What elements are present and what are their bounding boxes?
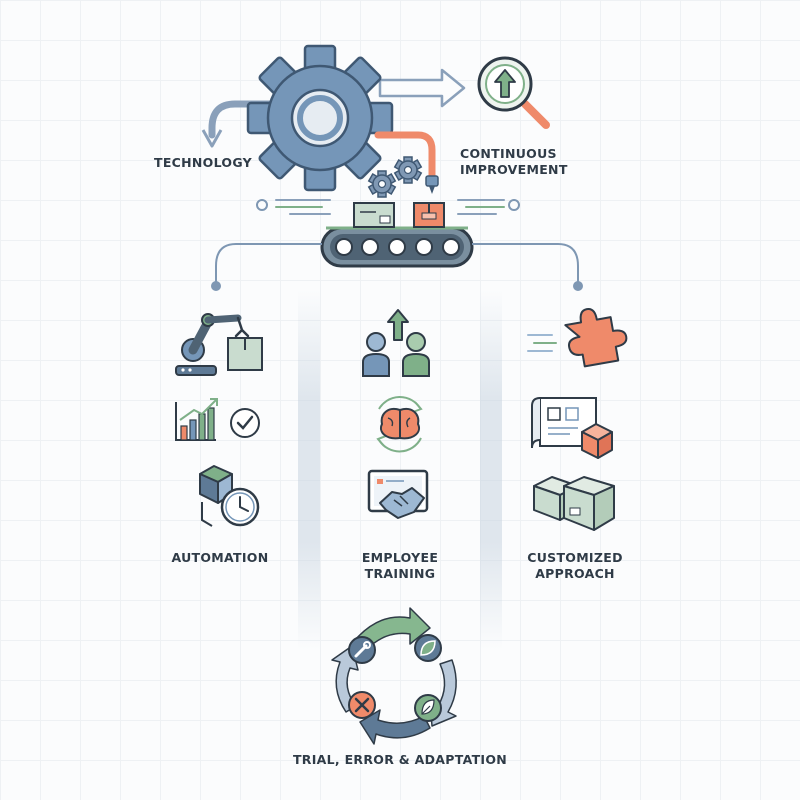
orange-pipe-icon — [374, 131, 439, 194]
puzzle-piece-icon — [527, 308, 628, 368]
bar-chart-check-icon — [175, 398, 260, 441]
brain-cycle-icon — [376, 396, 423, 453]
wrench-icon — [348, 636, 376, 664]
speed-lines-right-icon — [457, 199, 520, 215]
team-growth-icon — [362, 309, 430, 377]
arrow-right-icon — [378, 68, 466, 108]
label-customized-approach: CUSTOMIZED APPROACH — [505, 550, 645, 582]
blueprint-box-icon — [531, 397, 613, 459]
vertical-band-right — [480, 290, 502, 650]
label-line: CUSTOMIZED — [527, 550, 623, 565]
label-automation: AUTOMATION — [171, 550, 269, 565]
label-cycle: TRIAL, ERROR & ADAPTATION — [292, 752, 508, 767]
handshake-screen-icon — [367, 469, 429, 519]
label-continuous-improvement: CONTINUOUS IMPROVEMENT — [460, 146, 580, 178]
robot-arm-icon — [175, 313, 263, 376]
label-line: CONTINUOUS — [460, 146, 557, 161]
box-icon — [413, 202, 445, 228]
small-gear-icon — [367, 170, 397, 198]
branch-connector — [211, 243, 583, 291]
close-icon — [348, 691, 376, 719]
conveyor-belt-icon — [320, 226, 474, 268]
label-line: EMPLOYEE — [361, 550, 439, 565]
label-line: IMPROVEMENT — [460, 162, 568, 177]
cycle-arrows-icon — [331, 607, 457, 745]
speed-lines-left-icon — [256, 199, 331, 215]
label-employee-training: EMPLOYEE TRAINING — [330, 550, 470, 582]
leaf-icon — [414, 634, 442, 662]
label-line: TRAINING — [364, 566, 436, 581]
magnifier-arrow-up-icon — [477, 56, 550, 129]
label-line: APPROACH — [535, 566, 615, 581]
label-technology: TECHNOLOGY — [154, 155, 252, 170]
sprout-icon — [414, 694, 442, 722]
vertical-band-left — [298, 290, 320, 650]
curved-arrow-left-icon — [201, 100, 274, 148]
stacked-boxes-icon — [533, 476, 615, 531]
small-gear-icon — [393, 156, 423, 184]
gear-icon — [246, 44, 394, 192]
box-icon — [353, 202, 395, 228]
box-clock-icon — [199, 465, 260, 527]
